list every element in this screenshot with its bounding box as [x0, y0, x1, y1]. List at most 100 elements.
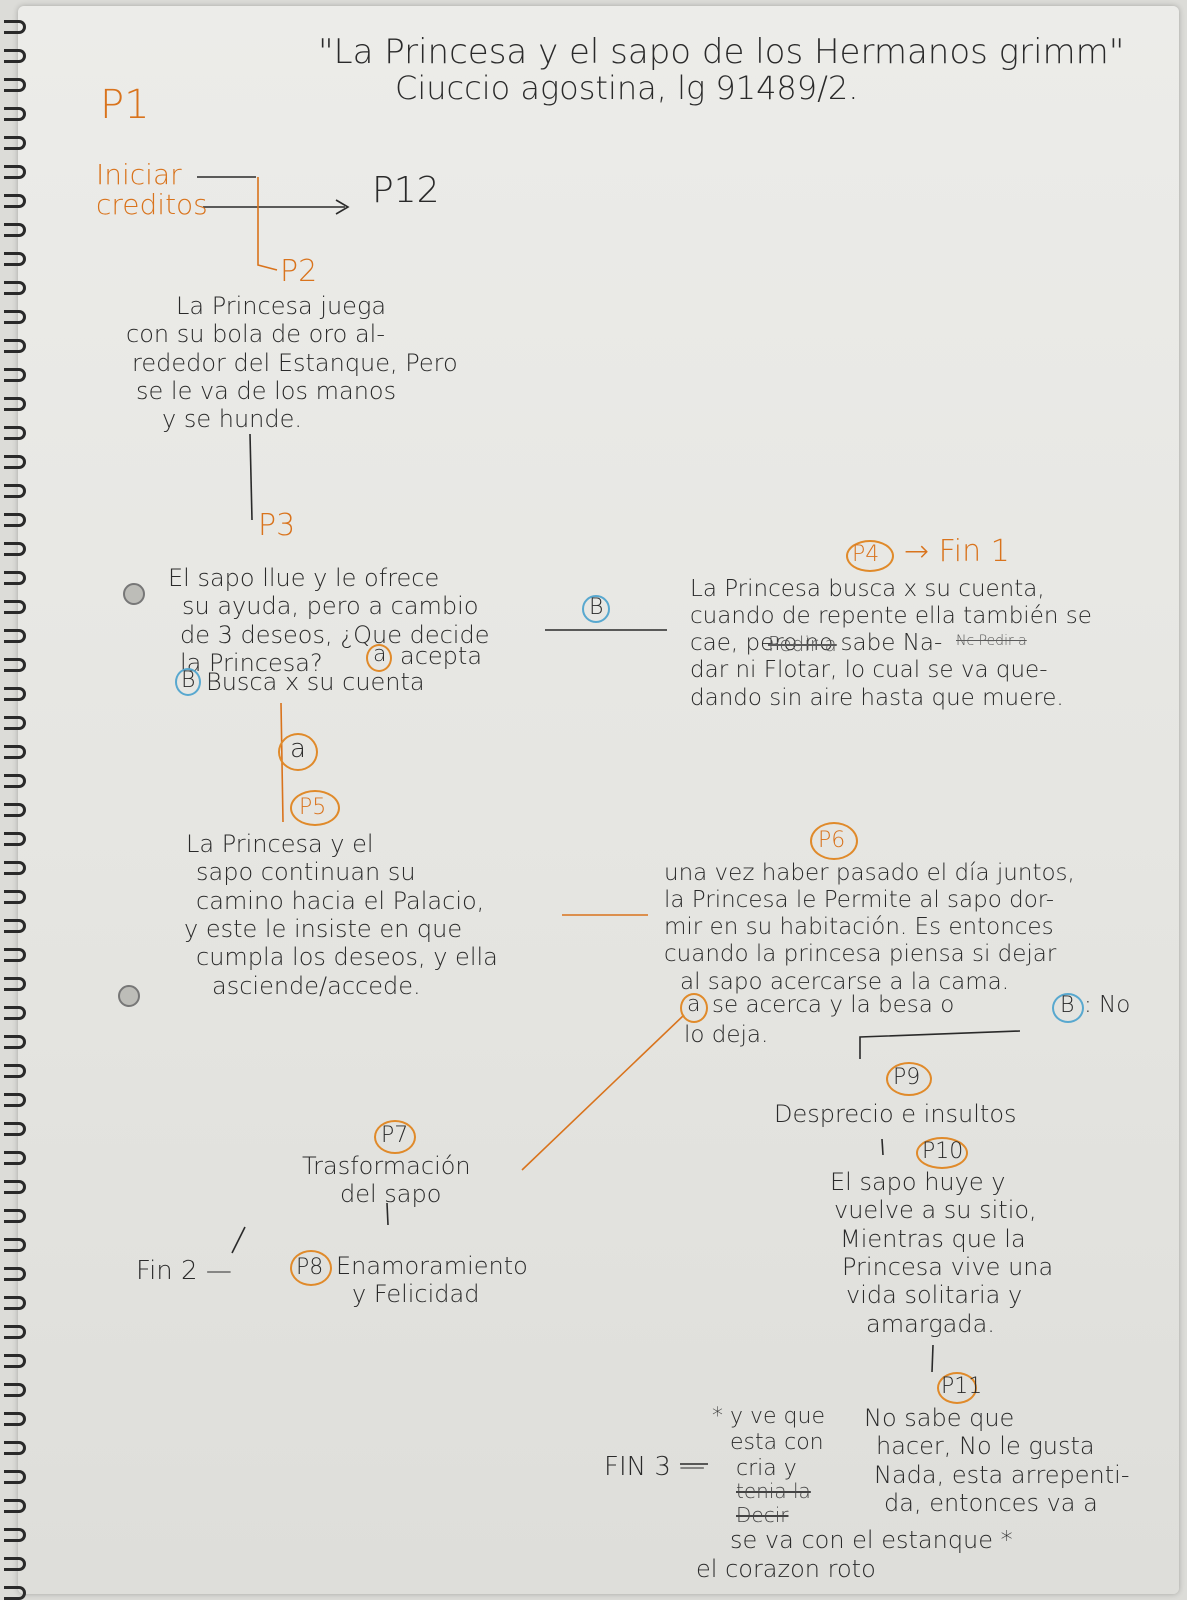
p3-option-b-letter: B [181, 668, 196, 693]
node-id-p4: P4 [852, 542, 880, 567]
p6-line: cuando la princesa piensa si dejar [664, 941, 1057, 968]
p4-line: La Princesa busca x su cuenta, [690, 576, 1045, 602]
binding-ring [4, 1499, 26, 1513]
node-id-circle-p11 [937, 1372, 977, 1404]
fin-3: FIN 3 — [604, 1452, 706, 1482]
binding-ring [4, 1064, 26, 1078]
p11-ending: el corazon roto [696, 1555, 876, 1583]
binding-ring [4, 1325, 26, 1339]
binding-ring [4, 1093, 26, 1107]
binding-ring [4, 1586, 26, 1600]
line-p2-p3 [249, 433, 253, 521]
node-p8-text: Enamoramiento y Felicidad [336, 1252, 528, 1309]
binding-ring [4, 1354, 26, 1368]
binding-ring [4, 513, 26, 527]
p3-line: su ayuda, pero a cambio [182, 592, 479, 621]
option-circle-b [175, 668, 201, 696]
binding-ring [4, 832, 26, 846]
link-b-circle [582, 595, 610, 623]
punch-hole [118, 985, 140, 1007]
node-p2-text: La Princesa juega con su bola de oro al-… [126, 292, 458, 434]
binding-ring [4, 397, 26, 411]
node-id-circle-p8 [290, 1250, 332, 1286]
binding-ring [4, 1296, 26, 1310]
p6-option-b-cont: lo deja. [684, 1022, 769, 1048]
binding-ring [4, 136, 26, 150]
binding-ring [4, 977, 26, 991]
p4-struck-text: Nc Pedir a [956, 633, 1027, 649]
binding-ring [4, 919, 26, 933]
p5-line: y este le insiste en que [184, 914, 463, 943]
node-id-p12: P12 [372, 170, 440, 211]
fin-2: Fin 2 — [136, 1256, 232, 1286]
node-p5-text: La Princesa y el sapo continuan su camin… [184, 830, 498, 1000]
binding-ring [4, 368, 26, 382]
p3-line: El sapo llue y le ofrece [168, 564, 440, 592]
binding-ring [4, 745, 26, 759]
author-line: Ciuccio agostina, lg 91489/2. [395, 69, 859, 107]
p11-side-line: cria y [736, 1455, 797, 1481]
p2-line: se le va de los manos [136, 376, 397, 405]
p11-side-line: esta con [730, 1429, 824, 1455]
binding-ring [4, 1267, 26, 1281]
p10-line: El sapo huye y [830, 1168, 1006, 1196]
p4-struck-text: Pedir a [768, 632, 837, 656]
node-id-circle-p7 [374, 1120, 416, 1154]
p11-side-note: * y ve que esta con cria y [712, 1404, 825, 1482]
p2-line: La Princesa juega [176, 292, 387, 320]
binding-ring [4, 339, 26, 353]
binding-ring [4, 1557, 26, 1571]
binding-ring [4, 1470, 26, 1484]
node-p6-text: una vez haber pasado el día juntos, la P… [664, 860, 1075, 996]
binding-ring [4, 687, 26, 701]
p11-line: Nada, esta arrepenti- [874, 1460, 1130, 1489]
node-p10-text: El sapo huye y vuelve a su sitio, Mientr… [830, 1168, 1053, 1338]
spiral-binding [0, 0, 26, 1600]
p6-option-b-letter: B [1060, 993, 1075, 1018]
binding-ring [4, 1006, 26, 1020]
p10-line: amargada. [866, 1309, 995, 1338]
p6-line: mir en su habitación. Es entonces [664, 914, 1054, 941]
node-id-p5: P5 [299, 795, 327, 820]
binding-ring [4, 426, 26, 440]
p4-line: cae, pero no sabe Na- [690, 630, 943, 657]
node-id-p3: P3 [258, 508, 296, 543]
line-p4-fin2 [231, 1226, 246, 1254]
binding-ring [4, 571, 26, 585]
p8-line: y Felicidad [352, 1280, 480, 1309]
binding-ring [4, 948, 26, 962]
binding-ring [4, 716, 26, 730]
link-a: a [290, 734, 306, 764]
fin-1: → Fin 1 [904, 534, 1010, 569]
p5-line: camino hacia el Palacio, [196, 886, 485, 915]
node-id-p2: P2 [280, 254, 318, 289]
p11-ending: se va con el estanque * [730, 1526, 1013, 1554]
p6-line: una vez haber pasado el día juntos, [664, 860, 1075, 886]
binding-ring [4, 1412, 26, 1426]
p2-line: rededor del Estanque, Pero [132, 348, 458, 377]
node-id-p1: P1 [100, 82, 150, 128]
p11-struck-text: Decir [736, 1503, 789, 1527]
p4-line: dando sin aire hasta que muere. [690, 684, 1064, 711]
p6-option-a: se acerca y la besa o [712, 992, 955, 1018]
binding-ring [4, 774, 26, 788]
binding-ring [4, 281, 26, 295]
p3-option-b: Busca x su cuenta [206, 668, 425, 696]
binding-ring [4, 107, 26, 121]
binding-ring [4, 803, 26, 817]
node-id-circle-p9 [886, 1062, 932, 1096]
node-id-p10: P10 [922, 1139, 964, 1164]
line-creditos-p2 [257, 177, 278, 271]
binding-ring [4, 484, 26, 498]
line-p9-p10 [881, 1138, 884, 1156]
node-p11-text: No sabe que hacer, No le gusta Nada, est… [864, 1404, 1130, 1517]
binding-ring [4, 310, 26, 324]
p5-line: sapo continuan su [196, 858, 416, 887]
p2-line: y se hunde. [162, 405, 302, 434]
node-id-circle-p10 [916, 1137, 968, 1169]
binding-ring [4, 78, 26, 92]
line-p10-p11 [931, 1344, 934, 1373]
binding-ring [4, 165, 26, 179]
binding-ring [4, 542, 26, 556]
